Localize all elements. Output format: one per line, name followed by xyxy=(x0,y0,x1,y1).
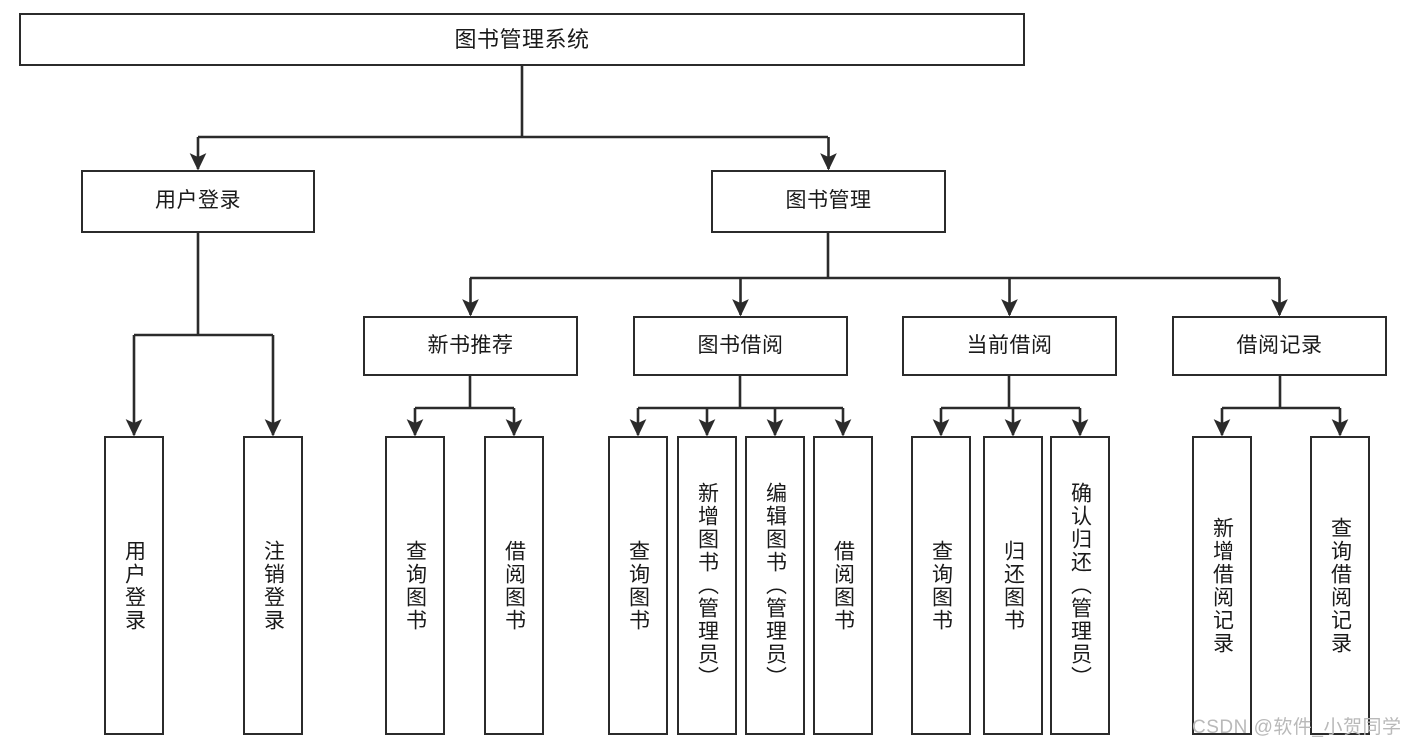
node-leaf-user-login[interactable]: 用户登录 xyxy=(104,436,164,735)
node-label: 查询图书 xyxy=(403,539,427,632)
node-label: 查询图书 xyxy=(929,539,953,632)
node-label: 查询图书 xyxy=(626,539,650,632)
node-leaf-query-rec[interactable]: 查询借阅记录 xyxy=(1310,436,1370,735)
node-label: 借阅记录 xyxy=(1236,333,1323,357)
node-leaf-add-rec[interactable]: 新增借阅记录 xyxy=(1192,436,1252,735)
node-leaf-add-book[interactable]: 新增图书（管理员） xyxy=(677,436,737,735)
node-leaf-return[interactable]: 归还图书 xyxy=(983,436,1043,735)
node-borrow-record[interactable]: 借阅记录 xyxy=(1172,316,1387,376)
node-label: 图书借阅 xyxy=(697,333,784,357)
node-label: 借阅图书 xyxy=(502,539,526,632)
node-label: 新书推荐 xyxy=(427,333,514,357)
node-book-borrow[interactable]: 图书借阅 xyxy=(633,316,848,376)
node-label: 查询借阅记录 xyxy=(1328,516,1352,655)
node-label: 确认归还（管理员） xyxy=(1068,482,1092,689)
node-label: 新增借阅记录 xyxy=(1210,516,1234,655)
node-label: 用户登录 xyxy=(155,189,241,213)
node-label: 图书管理系统 xyxy=(454,26,590,52)
node-label: 新增图书（管理员） xyxy=(695,482,719,689)
node-leaf-query-1[interactable]: 查询图书 xyxy=(385,436,445,735)
node-label: 归还图书 xyxy=(1001,539,1025,632)
node-current-borrow[interactable]: 当前借阅 xyxy=(902,316,1117,376)
node-label: 用户登录 xyxy=(122,539,146,632)
node-label: 图书管理 xyxy=(785,189,872,213)
node-leaf-borrow-1[interactable]: 借阅图书 xyxy=(484,436,544,735)
node-leaf-confirm[interactable]: 确认归还（管理员） xyxy=(1050,436,1110,735)
node-label: 当前借阅 xyxy=(966,333,1053,357)
node-new-book-rec[interactable]: 新书推荐 xyxy=(363,316,578,376)
node-book-manage[interactable]: 图书管理 xyxy=(711,170,946,233)
node-root[interactable]: 图书管理系统 xyxy=(19,13,1025,66)
node-label: 注销登录 xyxy=(261,539,285,632)
node-leaf-edit-book[interactable]: 编辑图书（管理员） xyxy=(745,436,805,735)
node-label: 编辑图书（管理员） xyxy=(763,482,787,689)
node-leaf-borrow-2[interactable]: 借阅图书 xyxy=(813,436,873,735)
node-leaf-logout[interactable]: 注销登录 xyxy=(243,436,303,735)
node-user-login[interactable]: 用户登录 xyxy=(81,170,315,233)
node-label: 借阅图书 xyxy=(831,539,855,632)
node-leaf-query-3[interactable]: 查询图书 xyxy=(911,436,971,735)
node-leaf-query-2[interactable]: 查询图书 xyxy=(608,436,668,735)
